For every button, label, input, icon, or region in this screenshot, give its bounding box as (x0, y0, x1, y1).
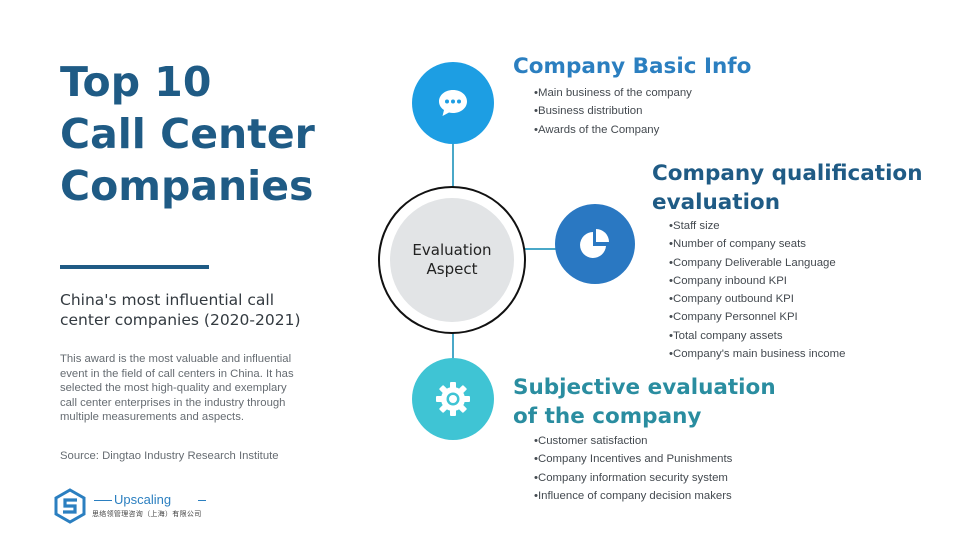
section-title-subjective: Subjective evaluation of the company (513, 373, 776, 431)
list-item: •Main business of the company (534, 87, 692, 99)
description-line-4: call center enterprises in the industry … (60, 396, 286, 409)
description-line-1: This award is the most valuable and infl… (60, 353, 292, 365)
section-title-line: Company Basic Info (513, 54, 752, 79)
pie-chart-icon (580, 229, 609, 258)
list-item: •Total company assets (669, 329, 783, 342)
logo-line-right (198, 500, 206, 501)
chat-bubble-icon (439, 90, 467, 116)
section-title-line: of the company (513, 404, 702, 429)
list-item: •Company's main business income (669, 348, 846, 361)
center-circle: Evaluation Aspect (390, 198, 514, 322)
node-qualification (555, 204, 635, 284)
description-line-3: selected the most high-quality and exemp… (60, 382, 287, 394)
list-item: •Company inbound KPI (669, 274, 787, 287)
subtitle-line-1: China's most influential call (60, 291, 275, 309)
section-list-qualification: •Staff size •Number of company seats •Co… (669, 217, 845, 363)
subtitle: China's most influential call center com… (60, 290, 350, 330)
page-title: Top 10 Call Center Companies (60, 56, 360, 212)
list-item: •Number of company seats (669, 238, 806, 251)
section-title-line: evaluation (652, 190, 781, 215)
center-label-line-2: Aspect (426, 260, 478, 278)
description-line-2: event in the field of call centers in Ch… (60, 367, 294, 380)
section-list-subjective: •Customer satisfaction •Company Incentiv… (534, 432, 732, 505)
logo-name: Upscaling (114, 492, 172, 507)
logo-line-left (94, 500, 112, 501)
section-title-line: Company qualification (652, 161, 923, 186)
list-item: •Company Incentives and Punishments (534, 453, 733, 466)
list-item: •Business distribution (534, 105, 643, 118)
section-title-line: Subjective evaluation (513, 375, 776, 400)
node-basic-info (412, 62, 494, 144)
logo-wordmark: Upscaling (94, 492, 206, 508)
section-list-basic-info: •Main business of the company •Business … (534, 84, 692, 139)
list-item: •Staff size (669, 220, 720, 232)
description-line-5: multiple measurements and aspects. (60, 411, 244, 423)
description: This award is the most valuable and infl… (60, 352, 330, 425)
gear-icon (436, 382, 470, 416)
list-item: •Company Deliverable Language (669, 256, 836, 269)
subtitle-line-2: center companies (2020-2021) (60, 311, 301, 329)
list-item: •Awards of the Company (534, 123, 660, 136)
list-item: •Customer satisfaction (534, 435, 648, 447)
section-title-basic-info: Company Basic Info (513, 53, 751, 81)
title-divider (60, 265, 209, 269)
title-line-3: Companies (60, 162, 314, 210)
list-item: •Company Personnel KPI (669, 311, 798, 324)
list-item: •Influence of company decision makers (534, 489, 732, 502)
list-item: •Company outbound KPI (669, 293, 794, 306)
logo-subtitle: 思络领管理咨询（上海）有限公司 (92, 511, 202, 518)
title-line-1: Top 10 (60, 58, 212, 106)
node-subjective (412, 358, 494, 440)
title-line-2: Call Center (60, 110, 315, 158)
source-note: Source: Dingtao Industry Research Instit… (60, 450, 279, 462)
list-item: •Company information security system (534, 471, 728, 484)
upscaling-logo-icon (54, 488, 86, 524)
section-title-qualification: Company qualification evaluation (652, 159, 923, 217)
center-label-line-1: Evaluation (412, 241, 492, 259)
